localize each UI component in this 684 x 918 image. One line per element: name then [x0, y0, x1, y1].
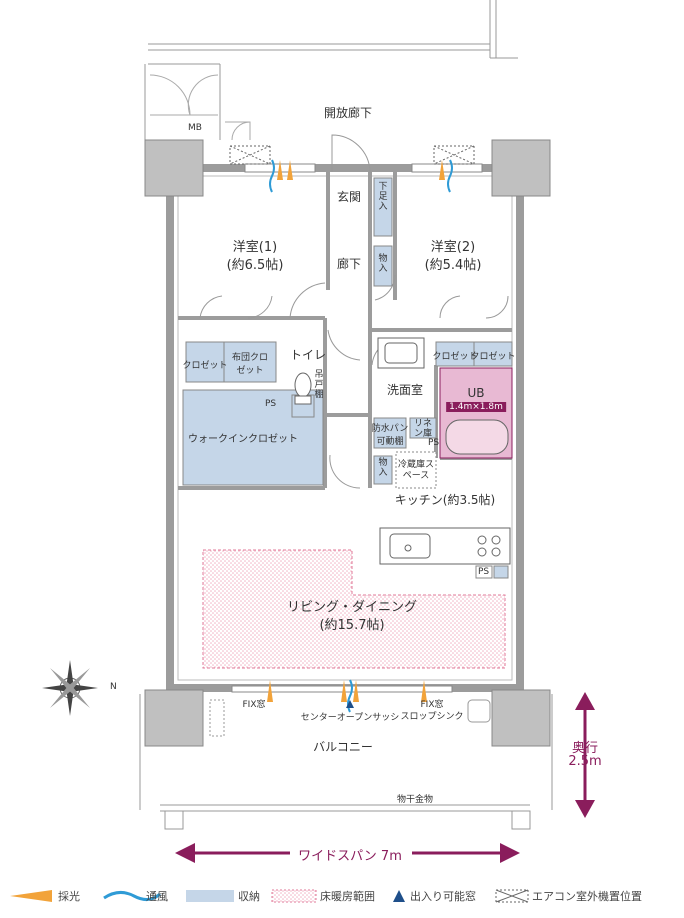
center-sash-label: センターオープンサッシ: [300, 713, 400, 723]
ub-size-label: 1.4m×1.8m: [446, 402, 506, 412]
light-icon: [267, 160, 445, 702]
closet-right-2: [473, 341, 513, 367]
legend-entry-window: 出入り可能窓: [410, 890, 476, 903]
floor-heating-area: [202, 549, 506, 669]
legend-ventilation: 通風: [146, 890, 168, 903]
mb-label: MB: [188, 123, 202, 133]
bathtub: [445, 419, 509, 455]
legend-floor-heating: 床暖房範囲: [320, 890, 375, 903]
futon-closet-label: 布団クロゼット: [231, 353, 268, 376]
washbasin: [377, 337, 425, 369]
room1-name: 洋室(1): [232, 240, 278, 255]
living-name: リビング・ダイニング: [286, 600, 418, 615]
linen-storage: [409, 417, 437, 439]
legend-storage: 収納: [238, 890, 260, 903]
depth-arrow: [575, 692, 595, 818]
washroom-label: 洗面室: [386, 383, 424, 397]
depth-label: 奥行: [571, 741, 599, 756]
waterproof-pan-label: 防水パン: [371, 424, 409, 434]
futon-closet: [223, 341, 277, 383]
toilet-fixture: [294, 372, 312, 405]
entrance-label: 玄関: [336, 190, 362, 204]
ps-box-kitchen: [475, 565, 493, 579]
balcony-label: バルコニー: [313, 740, 373, 754]
depth-value: 2.5m: [568, 754, 602, 769]
ps-toilet-label: PS: [265, 399, 277, 409]
toilet-label: トイレ: [290, 348, 327, 362]
neighbor-corridor: [144, 0, 518, 140]
doors: [199, 134, 509, 489]
storage-areas: [182, 177, 513, 486]
entry-triangle-icon: [346, 700, 354, 708]
closet-right-2-label: クロゼット: [470, 352, 516, 362]
ac-unit-icon: [229, 145, 475, 165]
hanging-shelf-label: 吊戸棚: [314, 370, 324, 400]
closet-right-1: [435, 341, 475, 367]
legend-icons: [10, 889, 529, 903]
storage-top-label: 物入: [378, 254, 388, 274]
waterproof-pan: [373, 417, 407, 449]
slop-sink-label: スロップシンク: [400, 712, 464, 722]
compass-icon: [42, 660, 98, 716]
wide-span-label: ワイドスパン 7m: [298, 849, 402, 864]
living-size: (約15.7帖): [319, 618, 385, 633]
clothes-hanger-label: 物干金物: [396, 795, 434, 805]
walkin-closet-label: ウォークインクロゼット: [188, 434, 298, 445]
fix-window-left-label: FIX窓: [242, 700, 266, 710]
ub-label: UB: [467, 386, 485, 400]
room2-size: (約5.4帖): [424, 258, 482, 273]
storage-kitchen-label: 物入: [378, 458, 388, 478]
kitchen-label: キッチン(約3.5帖): [394, 493, 496, 507]
closet-right-1-label: クロゼット: [432, 352, 478, 362]
room2-name: 洋室(2): [430, 240, 476, 255]
fridge-space: [395, 451, 437, 489]
balcony-windows: [231, 685, 453, 693]
hall-storage: [373, 245, 393, 287]
shoe-storage-label: 下足入: [378, 182, 388, 212]
movable-shelf-label: 可動棚: [376, 437, 404, 447]
mb-doors: [149, 74, 251, 141]
kitchen-shelf: [493, 565, 509, 579]
kitchen-counter: [379, 527, 511, 565]
closet-left: [185, 341, 225, 383]
corridor-label: 開放廊下: [323, 106, 373, 120]
compass-n-label: N: [110, 682, 117, 692]
linen-storage-label: リネン庫: [413, 419, 432, 439]
ps-wash-label: PS: [428, 438, 440, 448]
columns: [144, 139, 551, 747]
wide-span-arrow: [175, 843, 520, 863]
room1-size: (約6.5帖): [226, 258, 284, 273]
fridge-space-label: 冷蔵庫スペース: [397, 460, 434, 481]
hallway-label: 廊下: [336, 257, 362, 271]
legend-light: 採光: [58, 890, 80, 903]
shoe-storage: [373, 177, 393, 237]
balcony: [139, 694, 553, 830]
kitchen-storage: [373, 455, 393, 485]
ps-kitchen-label: PS: [478, 567, 490, 577]
legend-ac-unit: エアコン室外機置位置: [532, 890, 642, 903]
closet-left-label: クロゼット: [182, 361, 228, 371]
fix-window-right-label: FIX窓: [420, 700, 444, 710]
